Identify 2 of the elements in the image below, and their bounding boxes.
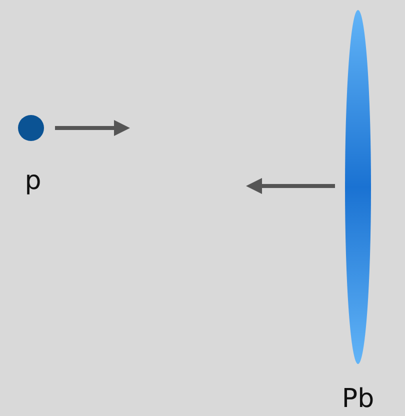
particle-label: p [24, 166, 42, 196]
particle-label: Pb [340, 384, 376, 414]
